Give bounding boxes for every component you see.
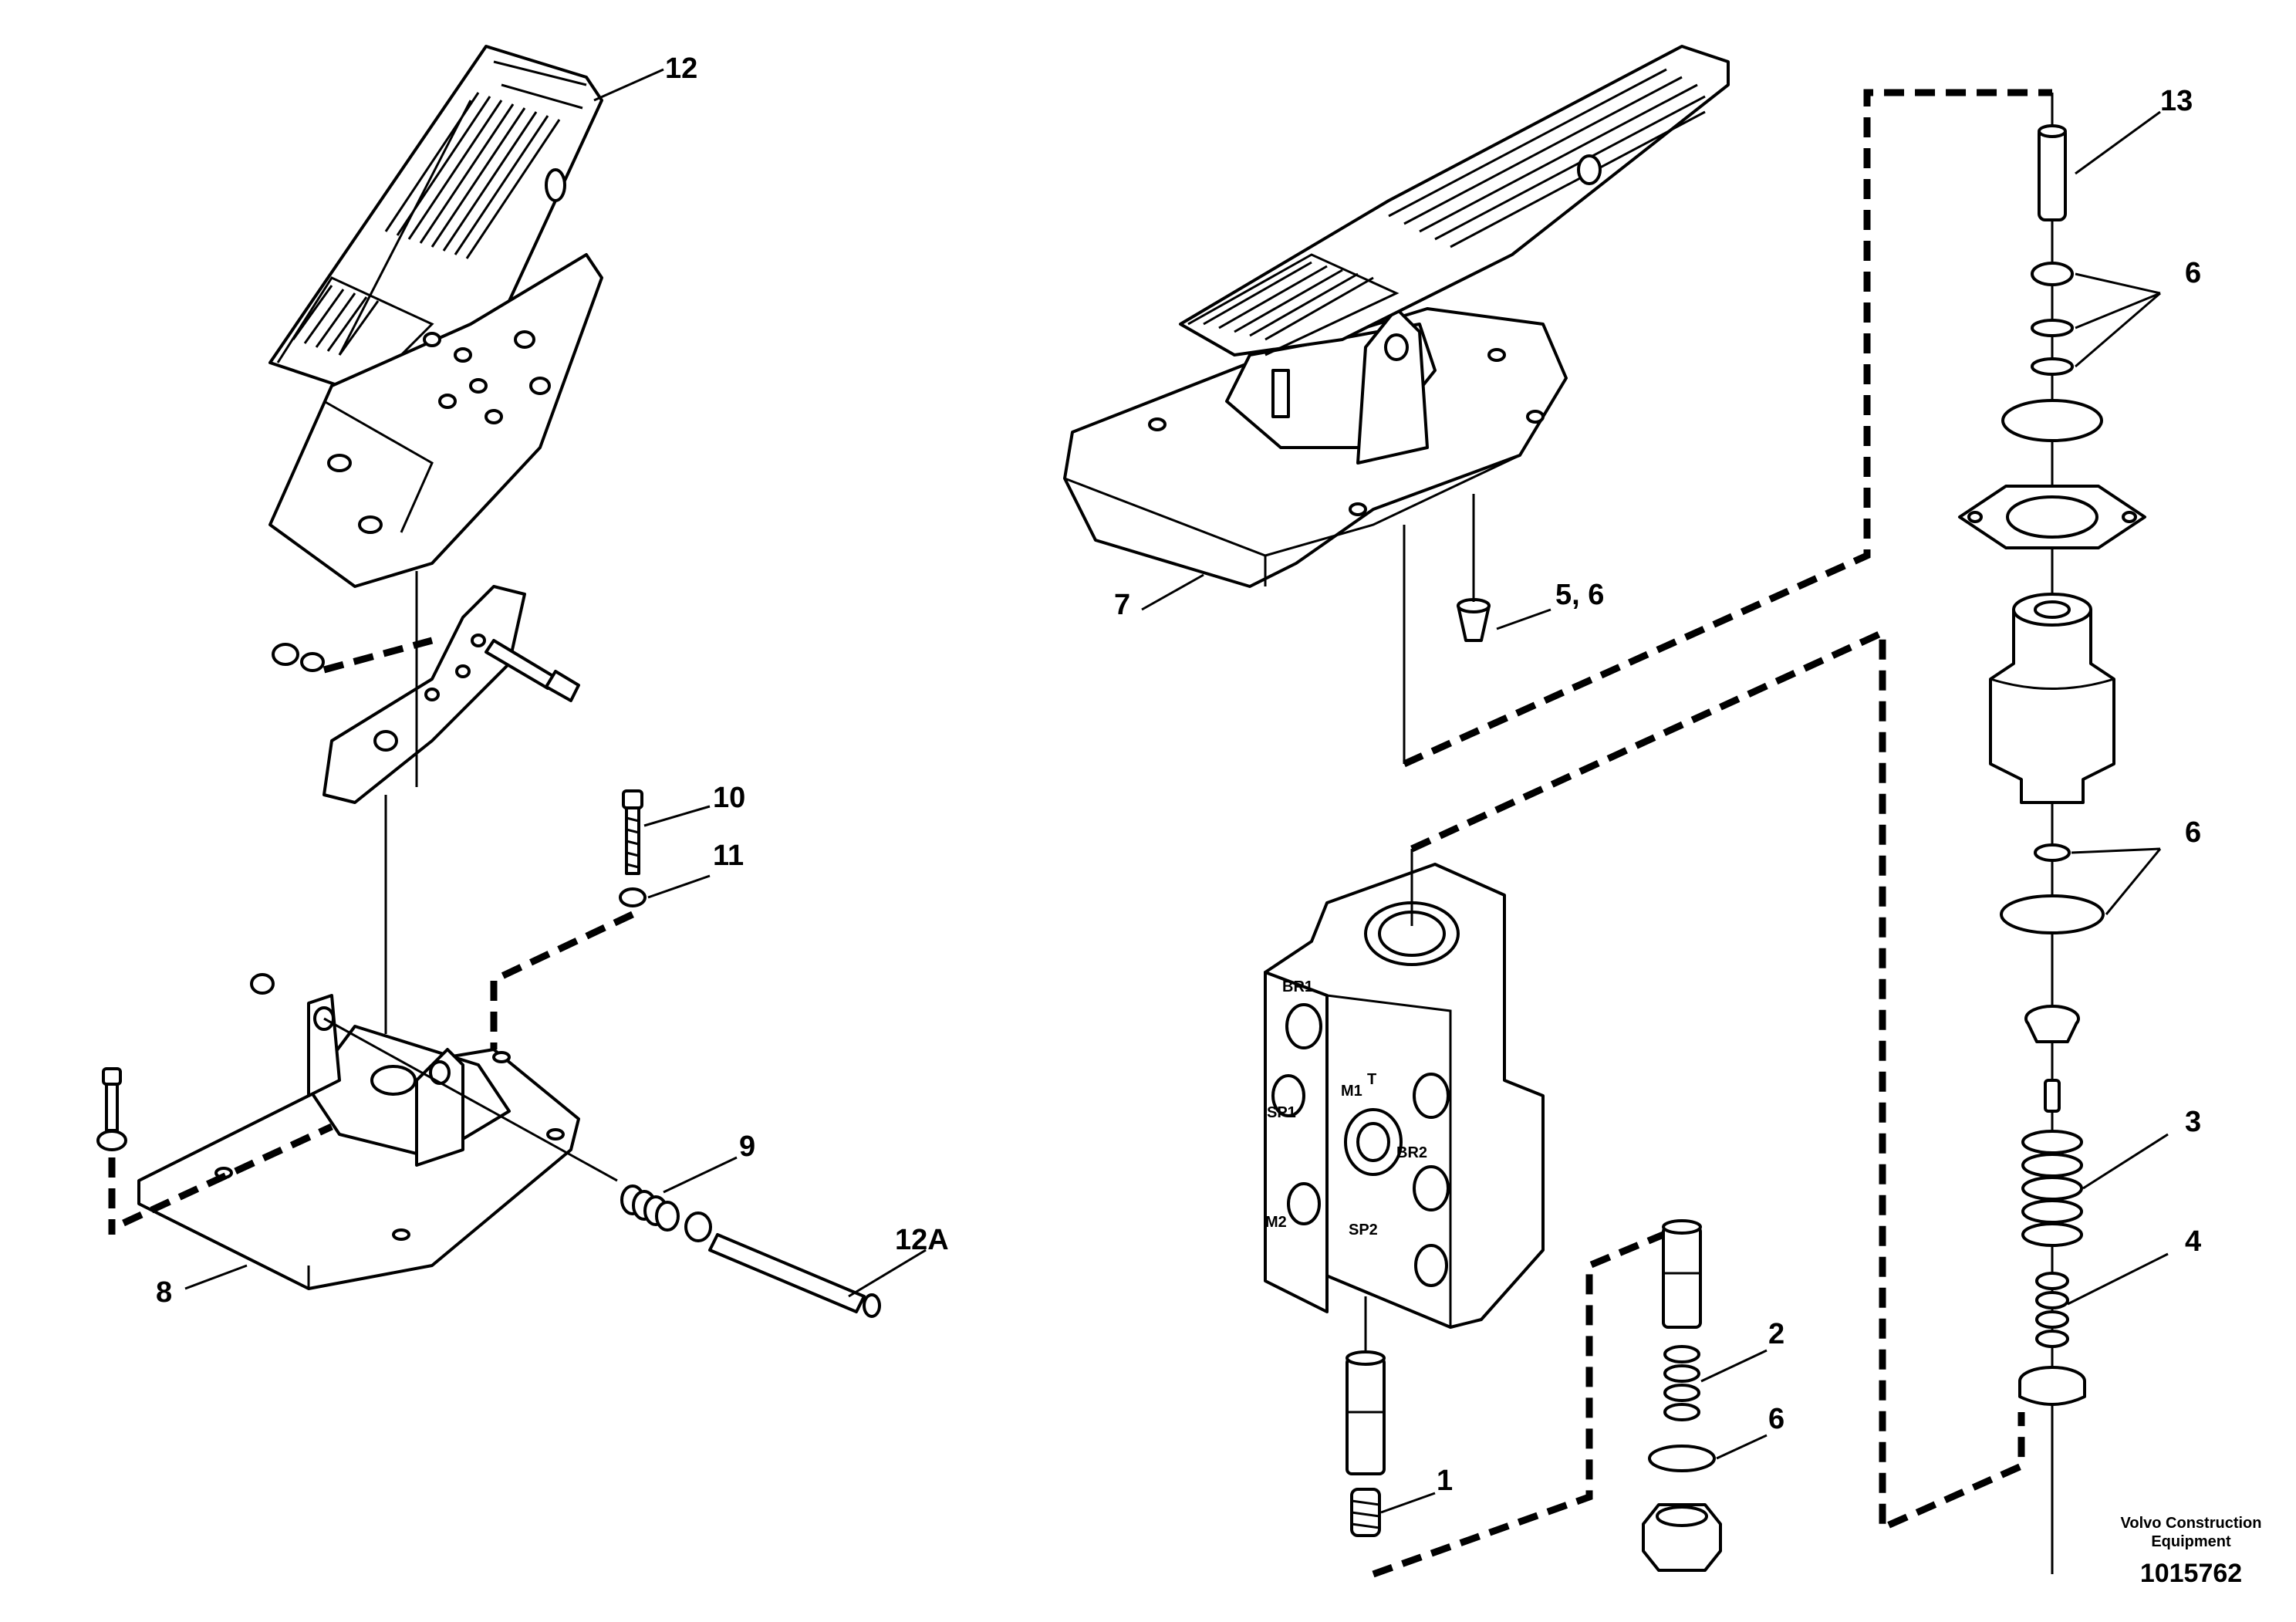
left-bracket-bolt: [485, 639, 580, 702]
left-hinge-block: [307, 994, 618, 1182]
callout-9: 9: [739, 1130, 756, 1163]
port-br2: BR2: [1396, 1144, 1427, 1161]
right-pedal-assembly: [1063, 45, 2052, 768]
callout-1: 1: [1437, 1465, 1454, 1497]
port-sp2: SP2: [1349, 1222, 1378, 1238]
callout-4: 4: [2185, 1225, 2202, 1258]
stack-oring-lower-large: [2000, 894, 2105, 934]
stack-spring-seat: [2024, 1005, 2080, 1043]
left-pedal-bracket: [322, 585, 526, 804]
callout-7: 7: [1114, 589, 1131, 621]
port-t: T: [1367, 1071, 1376, 1088]
part-5-fitting: [1457, 598, 1491, 642]
leader-lines: [184, 68, 2169, 1514]
stack-oring-lower-small: [2034, 843, 2071, 862]
left-pedal-assembly: [96, 45, 881, 1318]
left-bracket-nut: [272, 643, 325, 672]
stack-flange: [1958, 485, 2146, 549]
part-3-spring: [2021, 1130, 2083, 1247]
callout-3: 3: [2185, 1106, 2202, 1138]
part-4-spring: [2035, 1272, 2069, 1348]
valve-body: BR1 T M1 SP1 BR2 M2 SP2: [1264, 849, 1545, 1329]
callout-13: 13: [2160, 85, 2193, 117]
callout-8: 8: [156, 1276, 173, 1309]
callout-10: 10: [713, 782, 746, 814]
left-shaft-ring: [684, 1211, 712, 1242]
stack-seat-ring: [2031, 262, 2074, 286]
callout-12a: 12A: [895, 1224, 949, 1256]
left-retaining-ring: [250, 973, 275, 995]
manufacturer-name: Volvo Construction Equipment: [2120, 1515, 2262, 1550]
callout-6-middle: 6: [2185, 816, 2202, 849]
port-m2: M2: [1265, 1214, 1287, 1231]
lower-spool-left: [1346, 1296, 1386, 1537]
manufacturer-label: Volvo Construction Equipment: [2098, 1514, 2284, 1551]
callout-2: 2: [1768, 1318, 1785, 1350]
stack-oring-large: [2001, 399, 2103, 442]
stack-plunger: [2044, 1079, 2061, 1113]
callout-12: 12: [665, 52, 698, 85]
part-6-oring-lower: [1648, 1445, 1716, 1472]
port-m1: M1: [1341, 1083, 1362, 1100]
stack-oring-small-2: [2031, 357, 2074, 376]
part-11-washer: [619, 887, 647, 907]
right-pedal-plate: [1179, 45, 1730, 357]
port-br1: BR1: [1282, 978, 1313, 995]
port-sp1: SP1: [1267, 1104, 1296, 1121]
stack-oring-small-1: [2031, 319, 2074, 337]
lower-hex-nut: [1642, 1503, 1722, 1572]
callout-5-6: 5, 6: [1555, 579, 1605, 611]
right-hinge-block: [1225, 307, 1437, 465]
stack-cartridge: [1989, 593, 2115, 804]
part-9-spring: [620, 1184, 680, 1232]
lower-spool-right: [1642, 1219, 1722, 1572]
part-2-spring: [1663, 1345, 1700, 1421]
part-10-screw: [622, 789, 643, 875]
left-side-bolt: [96, 1067, 333, 1235]
part-12a-shaft: [708, 1233, 881, 1318]
right-valve-stack: [1958, 93, 2146, 1574]
left-pedal-plate: [268, 45, 603, 403]
stack-bottom-cap: [2018, 1366, 2086, 1406]
callout-6-lower: 6: [1768, 1403, 1785, 1435]
callout-11: 11: [713, 840, 745, 872]
callout-6-upper: 6: [2185, 257, 2202, 289]
drawing-number: 1015762: [2139, 1559, 2243, 1588]
left-pedal-lever: [268, 253, 603, 588]
part-13-pin: [2038, 124, 2067, 221]
